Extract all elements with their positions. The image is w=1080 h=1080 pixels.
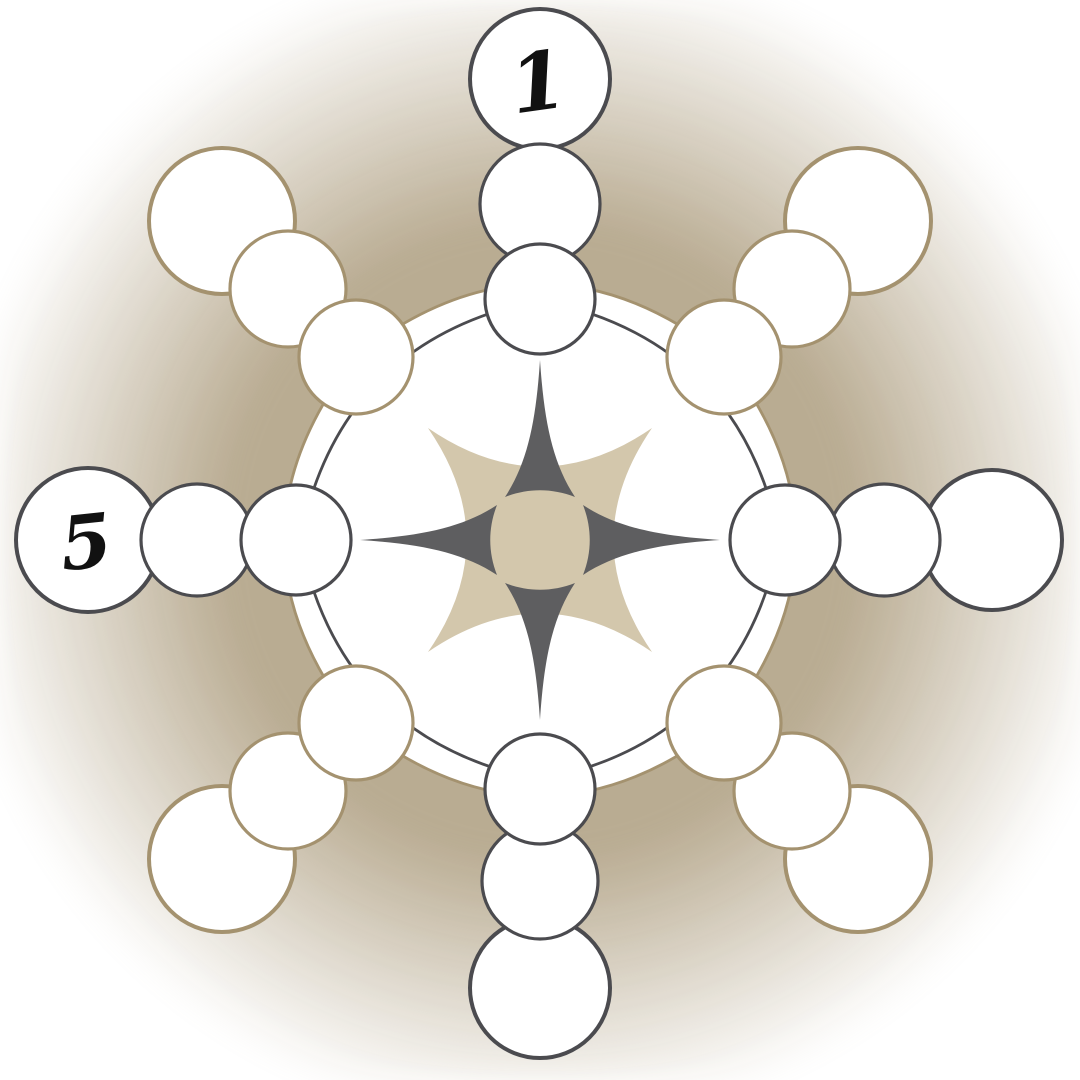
spike-right — [583, 505, 720, 575]
cell-upper-left-inner[interactable] — [297, 298, 415, 416]
cell-upper-right-inner[interactable] — [665, 298, 783, 416]
cell-left-inner[interactable] — [239, 483, 353, 597]
cell-lower-left-inner[interactable] — [297, 664, 415, 782]
cell-lower-right-inner[interactable] — [665, 664, 783, 782]
cell-right-outer[interactable] — [920, 468, 1064, 612]
arm-top — [468, 7, 612, 356]
cell-right-inner[interactable] — [728, 483, 842, 597]
spike-left — [360, 505, 497, 575]
center-star — [428, 428, 652, 652]
arm-bottom — [468, 732, 612, 1060]
cell-top-inner[interactable] — [483, 242, 597, 356]
cell-bottom-inner[interactable] — [483, 732, 597, 846]
arm-left — [14, 466, 353, 614]
clue-text-top: 1 — [504, 32, 572, 133]
center-spikes — [360, 360, 720, 720]
clue-text-left: 5 — [56, 498, 116, 589]
spike-down — [505, 583, 575, 720]
arm-right — [728, 468, 1064, 612]
cell-right-middle[interactable] — [826, 482, 942, 598]
arm-lower-left — [147, 664, 415, 934]
cell-left-middle[interactable] — [139, 482, 255, 598]
spike-up — [505, 360, 575, 497]
arm-lower-right — [665, 664, 933, 934]
arm-upper-left — [147, 146, 415, 416]
arm-upper-right — [665, 146, 933, 416]
